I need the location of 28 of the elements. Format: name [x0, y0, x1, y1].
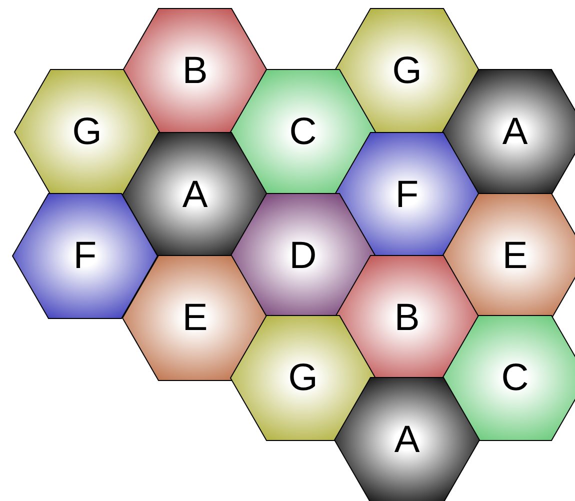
tile-letter: B — [394, 299, 420, 337]
hexagon-tile — [442, 315, 575, 441]
tile-letter: E — [182, 299, 208, 337]
hexagon-tile — [122, 8, 268, 134]
tile-letter: C — [289, 113, 317, 151]
hexagon-tile — [230, 69, 376, 195]
tile-letter: A — [182, 176, 208, 214]
tile-letter: B — [182, 52, 208, 90]
tile-letter: D — [289, 237, 317, 275]
hexagon-tile — [12, 193, 158, 319]
hexagon-tile — [14, 69, 160, 195]
hexagon-tile — [334, 8, 480, 134]
tile-letter: G — [392, 52, 422, 90]
tile-letter: A — [394, 421, 420, 459]
tile-letter: G — [288, 359, 318, 397]
hexagon-tile — [442, 69, 575, 195]
hexagon-tile — [334, 377, 480, 501]
tile-letter: A — [502, 113, 528, 151]
hexagon-tile — [442, 193, 575, 319]
tile-letter: F — [395, 176, 419, 214]
tile-letter: E — [502, 237, 528, 275]
hexagon-tile — [334, 132, 480, 258]
hexagon-tile — [122, 132, 268, 258]
tile-letter: F — [73, 237, 97, 275]
hexagon-tile — [230, 315, 376, 441]
tile-letter: C — [501, 359, 529, 397]
hexagon-tile — [122, 255, 268, 381]
tile-letter: G — [72, 113, 102, 151]
